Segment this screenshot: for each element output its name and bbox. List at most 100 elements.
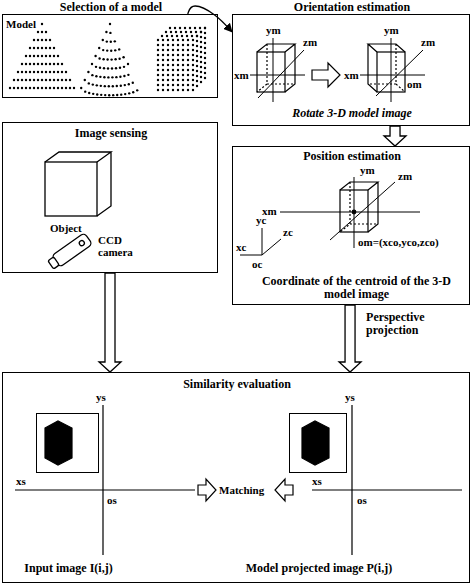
model-dots xyxy=(196,85,198,87)
axis-label: xs xyxy=(312,475,322,487)
model-dots xyxy=(132,81,134,83)
model-dots xyxy=(21,79,23,81)
model-dots xyxy=(128,83,130,85)
model-dots xyxy=(165,31,167,33)
model-dots xyxy=(157,84,159,86)
process-panel: Position estimationCoordinate of the cen… xyxy=(232,146,470,305)
rotated-cube-before xyxy=(257,44,295,92)
axis-label: ym xyxy=(266,24,281,36)
model-dots xyxy=(45,79,47,81)
model-dots xyxy=(110,49,112,51)
model-dots xyxy=(187,39,189,41)
model-dots xyxy=(177,69,179,71)
model-dots xyxy=(102,49,104,51)
panel-heading: Position estimation xyxy=(233,150,471,163)
model-dots xyxy=(200,56,202,58)
rotated-cube-after xyxy=(368,44,405,92)
model-dots xyxy=(53,79,55,81)
model-dots xyxy=(29,63,31,65)
rotated-cube-before xyxy=(257,44,295,92)
model-dots xyxy=(189,27,191,29)
model-dots xyxy=(25,87,27,89)
model-dots xyxy=(116,94,118,96)
model-dots xyxy=(29,87,31,89)
ccd-camera xyxy=(47,233,93,271)
model-dots xyxy=(110,41,112,43)
model-dots xyxy=(200,31,202,33)
model-dots xyxy=(162,79,164,81)
model-dots xyxy=(167,49,169,51)
model-dots xyxy=(187,74,189,76)
model-dots xyxy=(65,87,67,89)
model-dots xyxy=(182,39,184,41)
rotated-cube-before xyxy=(250,38,305,102)
rotated-cube-before xyxy=(257,52,285,92)
model-dots xyxy=(177,79,179,81)
model-dots xyxy=(29,79,31,81)
model-dots xyxy=(157,59,159,61)
ccd-camera xyxy=(48,257,59,269)
model-dots xyxy=(182,44,184,46)
model-dots xyxy=(192,89,194,91)
model-dots xyxy=(29,47,31,49)
model-dots xyxy=(172,44,174,46)
panel-caption: Rotate 3-D model image xyxy=(233,107,471,120)
model-dots xyxy=(9,23,206,97)
model-dots xyxy=(49,71,51,73)
model-dots xyxy=(45,87,47,89)
model-dots xyxy=(84,90,86,92)
model-dots xyxy=(187,54,189,56)
model-dots xyxy=(191,35,193,37)
model-dots xyxy=(41,31,43,33)
model-dots xyxy=(196,65,198,67)
projected-image-axes xyxy=(302,421,329,465)
model-dots xyxy=(106,58,108,60)
model-dots xyxy=(195,31,197,33)
model-dots xyxy=(167,69,169,71)
heading-patch: Orientation estimation xyxy=(291,0,413,14)
model-dots xyxy=(49,63,51,65)
model-dots xyxy=(192,79,194,81)
model-dots xyxy=(109,23,111,25)
model-dots xyxy=(200,46,202,48)
model-dots xyxy=(53,47,55,49)
model-dots xyxy=(187,89,189,91)
model-dots xyxy=(177,84,179,86)
model-dots xyxy=(172,49,174,51)
model-dots xyxy=(91,74,93,76)
model-dots xyxy=(200,31,202,33)
model-dots xyxy=(192,84,194,86)
model-dots xyxy=(33,39,35,41)
model-dots xyxy=(33,71,35,73)
model-dots xyxy=(41,47,43,49)
model-dots xyxy=(192,69,194,71)
model-dots xyxy=(167,44,169,46)
model-dots xyxy=(157,89,159,91)
model-dots xyxy=(167,74,169,76)
model-dots xyxy=(172,89,174,91)
model-dots xyxy=(29,55,31,57)
model-dots xyxy=(192,59,194,61)
model-dots xyxy=(162,84,164,86)
model-dots xyxy=(94,55,96,57)
model-dots xyxy=(45,55,47,57)
axis-label: ym xyxy=(384,24,399,36)
axis-label: os xyxy=(357,494,367,506)
model-dots xyxy=(204,62,206,64)
model-dots xyxy=(200,61,202,63)
model-dots xyxy=(53,87,55,89)
axis-label: Model xyxy=(6,18,36,30)
model-dots xyxy=(162,64,164,66)
process-panel: Similarity evaluationInput image I(i,j)M… xyxy=(2,372,470,583)
model-dots xyxy=(177,89,179,91)
model-dots xyxy=(37,47,39,49)
model-dots xyxy=(196,55,198,57)
model-dots xyxy=(104,85,106,87)
model-dots xyxy=(95,75,97,77)
block-arrow xyxy=(339,305,361,372)
model-dots xyxy=(204,52,206,54)
model-dots xyxy=(182,84,184,86)
model-dots xyxy=(187,59,189,61)
model-dots xyxy=(162,74,164,76)
model-dots xyxy=(192,54,194,56)
